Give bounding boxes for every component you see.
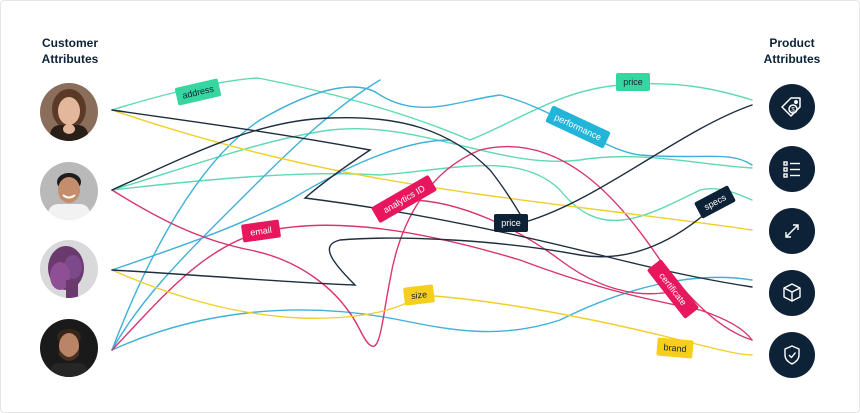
person-woman-brown-hair [40, 83, 98, 141]
customer-avatar-2 [40, 162, 98, 220]
customer-avatar-3 [40, 240, 98, 298]
connection-line [111, 164, 753, 222]
person-man-beard [40, 319, 98, 377]
tag-background [656, 337, 694, 359]
customer-attributes-title: Customer Attributes [41, 36, 99, 66]
connection-line [407, 199, 681, 295]
tag-price-mid: price [494, 214, 528, 232]
tag-brand: brand [656, 337, 694, 359]
tag-email: email [241, 219, 281, 243]
price-tag-dollar-icon: $ [781, 97, 801, 117]
tag-performance: performance [545, 105, 611, 149]
customer-avatar-4 [40, 319, 98, 377]
tag-background [403, 284, 435, 306]
tag-background [174, 78, 222, 106]
connection-line [111, 77, 753, 141]
connection-line [111, 199, 721, 286]
product-attributes-title: Product Attributes [763, 36, 821, 66]
tag-label: price [623, 77, 643, 87]
tag-analytics: analytics ID [371, 175, 437, 223]
tag-background [616, 73, 650, 91]
connection-line [111, 109, 753, 231]
tag-address: address [174, 78, 222, 106]
product-shield [769, 332, 815, 378]
tag-price-top: price [616, 73, 650, 91]
connection-line [111, 109, 753, 288]
tag-background [545, 105, 611, 149]
connection-line [111, 269, 753, 356]
customer-avatar-1 [40, 83, 98, 141]
product-box [769, 270, 815, 316]
product-size [769, 208, 815, 254]
connection-line [111, 139, 451, 271]
checklist-icon [783, 161, 800, 178]
tag-specs: specs [694, 185, 736, 219]
person-man-smiling [40, 162, 98, 220]
tag-background [694, 185, 736, 219]
connection-line [111, 145, 753, 347]
tag-label: email [250, 225, 273, 238]
product-price-tag: $ [769, 84, 815, 130]
tag-certificate: certificate [647, 259, 699, 319]
connection-line [111, 86, 753, 351]
connection-line [111, 104, 753, 223]
tag-label: price [501, 218, 521, 228]
tag-size: size [403, 284, 435, 306]
tag-background [494, 214, 528, 232]
tag-label: size [410, 289, 427, 301]
connection-line [111, 276, 753, 351]
tag-background [241, 219, 281, 243]
tag-background [647, 259, 699, 319]
tag-label: brand [663, 342, 687, 354]
tag-background [371, 175, 437, 223]
connection-line [111, 79, 381, 351]
box-icon [783, 283, 801, 302]
shield-check-icon [784, 345, 800, 365]
person-purple-hair-profile [40, 240, 98, 298]
expand-arrows-icon [785, 224, 799, 238]
product-checklist [769, 146, 815, 192]
svg-text:$: $ [791, 108, 795, 114]
connection-line [111, 224, 753, 351]
